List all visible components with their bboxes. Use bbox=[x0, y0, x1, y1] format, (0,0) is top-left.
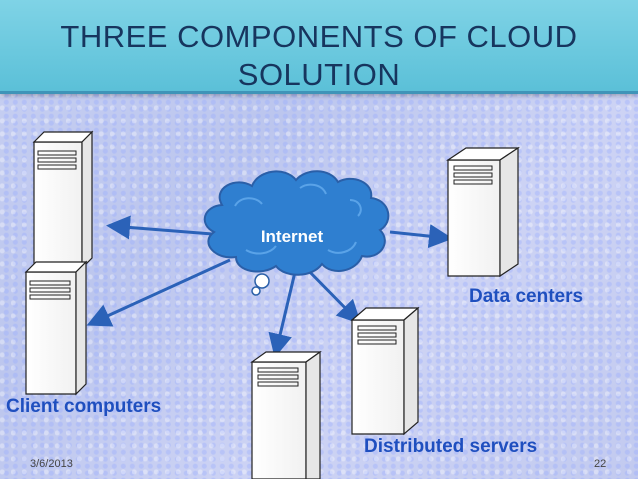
distributed-servers-label: Distributed servers bbox=[364, 436, 538, 457]
data-centers-label: Data centers bbox=[469, 286, 584, 307]
data-center-tower bbox=[446, 146, 520, 278]
internet-cloud bbox=[203, 170, 390, 296]
arrow-to-client-bottom bbox=[86, 258, 231, 327]
distributed-server-tower-right bbox=[350, 306, 420, 436]
slide-title: THREE COMPONENTS OF CLOUD SOLUTION bbox=[40, 18, 598, 94]
slide-title-line-2: SOLUTION bbox=[237, 57, 401, 92]
slide-title-line-1: THREE COMPONENTS OF CLOUD bbox=[60, 19, 578, 54]
client-computer-tower-bottom bbox=[24, 260, 88, 396]
client-computers-label: Client computers bbox=[6, 396, 162, 417]
distributed-server-tower-left bbox=[250, 350, 322, 479]
internet-label: Internet bbox=[261, 227, 324, 246]
title-banner: THREE COMPONENTS OF CLOUD SOLUTION bbox=[0, 0, 638, 94]
arrow-to-data-center bbox=[389, 224, 453, 249]
footer-date: 3/6/2013 bbox=[30, 458, 73, 470]
client-computer-tower-top bbox=[32, 130, 94, 270]
footer-page-number: 22 bbox=[594, 458, 607, 470]
arrow-to-client-top bbox=[106, 215, 226, 240]
arrow-to-distributed-server-left bbox=[268, 271, 297, 358]
